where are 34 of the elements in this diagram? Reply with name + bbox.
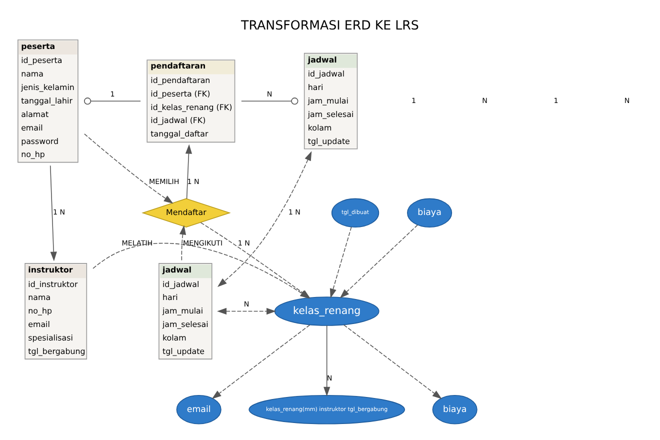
arrow — [84, 134, 174, 204]
node-ellipse: biaya — [407, 198, 452, 228]
edge-label: 1 — [110, 90, 115, 99]
arrow — [212, 324, 310, 400]
node-ellipse: email — [176, 395, 222, 424]
edge-label: N — [326, 374, 332, 383]
label: 1 — [411, 96, 416, 105]
arrow — [179, 225, 186, 261]
arrow — [217, 308, 276, 315]
edge-label: 1 N — [288, 208, 300, 217]
label: 1 — [554, 96, 558, 105]
edge-label: 1 N — [52, 208, 66, 217]
arrow — [50, 165, 57, 262]
arrow — [324, 325, 330, 396]
node-ellipse: biaya — [432, 395, 478, 424]
edge-label: MENGIKUTI — [182, 238, 223, 248]
diagram-title: TRANSFORMASI ERD KE LRS — [241, 17, 419, 32]
arrow — [330, 226, 352, 298]
node-diamond: Mendaftar — [142, 198, 231, 228]
edge-label: MEMILIH — [148, 176, 180, 186]
edge-label: 1 N — [187, 176, 200, 186]
edge-label: N — [266, 90, 272, 99]
connector — [241, 98, 298, 105]
edge-label: 1 N — [238, 238, 250, 248]
arrow — [185, 144, 192, 200]
node-ellipse: kelas_renang — [274, 296, 380, 326]
label: N — [482, 96, 488, 105]
arrow — [217, 151, 312, 287]
edge-label: MELATIH — [122, 238, 153, 248]
connector — [84, 98, 141, 105]
label: N — [624, 96, 630, 105]
edge-label: N — [244, 300, 250, 309]
arrow — [340, 224, 418, 298]
arrow — [343, 324, 442, 400]
